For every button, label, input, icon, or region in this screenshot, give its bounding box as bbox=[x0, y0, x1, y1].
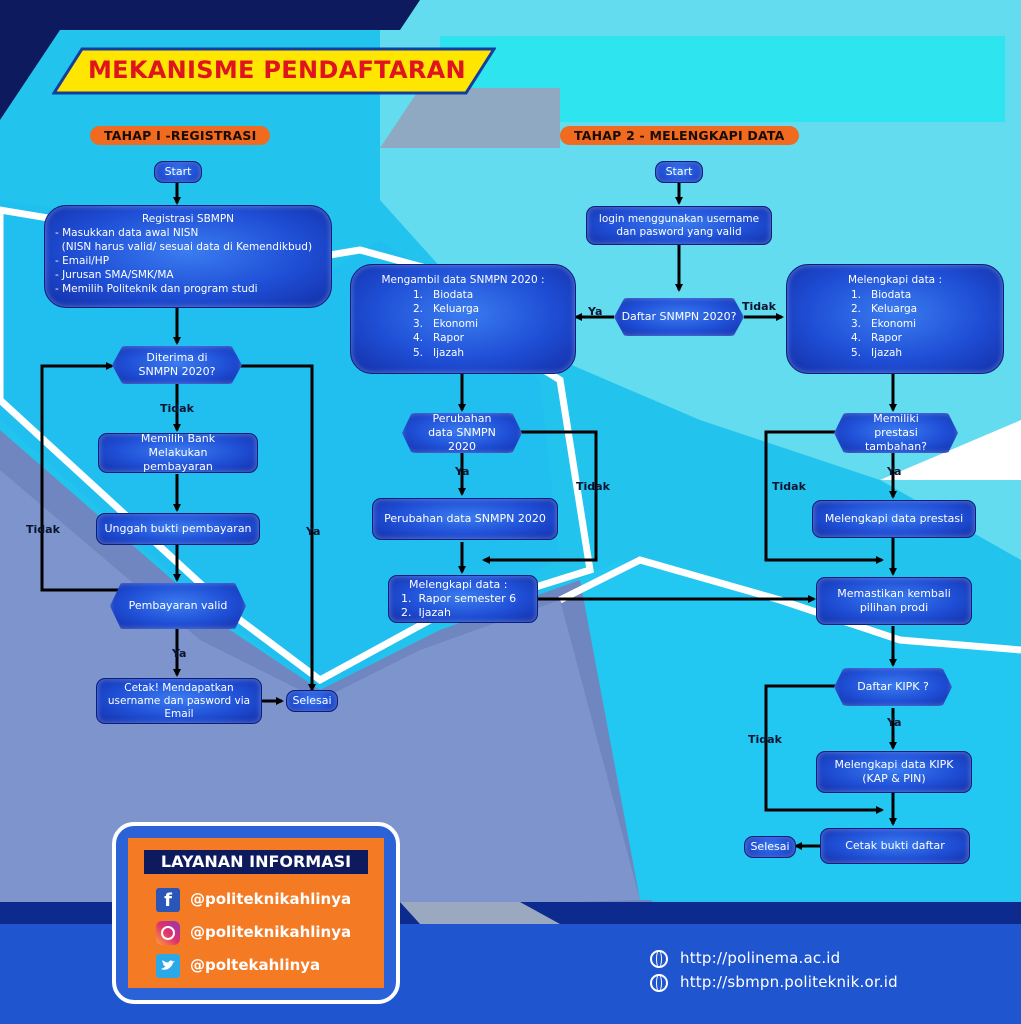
start-node-1: Start bbox=[154, 161, 202, 183]
registrasi-line: - Jurusan SMA/SMK/MA bbox=[55, 269, 174, 281]
label-ya-right: Ya bbox=[306, 525, 321, 538]
label-tidak-daftar: Tidak bbox=[742, 300, 776, 313]
registrasi-line: - Masukkan data awal NISN bbox=[55, 227, 199, 239]
twitter-icon bbox=[156, 954, 180, 978]
cetak-node: Cetak! Mendapatkan username dan pasword … bbox=[96, 678, 262, 724]
label-ya-valid: Ya bbox=[172, 647, 187, 660]
perubahan-node: Perubahan data SNMPN 2020 bbox=[372, 498, 558, 540]
url-sbmpn[interactable]: http://sbmpn.politeknik.or.id bbox=[680, 973, 898, 991]
lengkapi2-title: Melengkapi data : bbox=[409, 578, 508, 591]
globe-icon bbox=[650, 974, 668, 992]
info-box: LAYANAN INFORMASI f @politeknikahlinya @… bbox=[112, 822, 400, 1004]
registrasi-line: (NISN harus valid/ sesuai data di Kemend… bbox=[55, 241, 313, 253]
stage2-tag: TAHAP 2 - MELENGKAPI DATA bbox=[560, 126, 799, 145]
title-banner-shape bbox=[52, 47, 496, 95]
diterima-decision: Diterima di SNMPN 2020? bbox=[112, 346, 242, 384]
selesai-node-1: Selesai bbox=[286, 690, 338, 712]
unggah-node: Unggah bukti pembayaran bbox=[96, 513, 260, 545]
ambil-data-node: Mengambil data SNMPN 2020 : 1. Biodata 2… bbox=[350, 264, 576, 374]
registrasi-line: - Email/HP bbox=[55, 255, 110, 267]
ambil-title: Mengambil data SNMPN 2020 : bbox=[381, 274, 545, 286]
lengkapi1-item: 3. Ekonomi bbox=[851, 317, 917, 330]
ambil-item: 3. Ekonomi bbox=[413, 317, 479, 330]
label-tidak-diterima: Tidak bbox=[160, 402, 194, 415]
facebook-icon: f bbox=[156, 888, 180, 912]
label-tidak-prestasi: Tidak bbox=[772, 480, 806, 493]
instagram-handle: @politeknikahlinya bbox=[190, 923, 352, 941]
label-ya-daftar: Ya bbox=[588, 305, 603, 318]
perubahan-decision: Perubahan data SNMPN 2020 bbox=[402, 413, 522, 453]
lengkapi1-item: 1. Biodata bbox=[851, 288, 912, 301]
label-ya-prestasi: Ya bbox=[887, 465, 902, 478]
info-title: LAYANAN INFORMASI bbox=[144, 850, 368, 874]
selesai-node-2: Selesai bbox=[744, 836, 796, 858]
label-ya-perubahan: Ya bbox=[455, 465, 470, 478]
registrasi-title: Registrasi SBMPN bbox=[141, 213, 235, 225]
label-tidak-loop: Tidak bbox=[26, 523, 60, 536]
instagram-icon bbox=[156, 921, 180, 945]
registrasi-line: - Memilih Politeknik dan program studi bbox=[55, 283, 258, 295]
lengkapi-data-node-2: Melengkapi data : 1. Rapor semester 6 2.… bbox=[388, 575, 538, 623]
facebook-handle: @politeknikahlinya bbox=[190, 890, 352, 908]
ambil-item: 1. Biodata bbox=[413, 288, 474, 301]
page-title: MEKANISME PENDAFTARAN bbox=[88, 56, 466, 84]
cetak-bukti-node: Cetak bukti daftar bbox=[820, 828, 970, 864]
lengkapi1-item: 5. Ijazah bbox=[851, 346, 903, 359]
title-banner: MEKANISME PENDAFTARAN bbox=[52, 47, 496, 95]
daftar-snmpn-decision: Daftar SNMPN 2020? bbox=[614, 298, 744, 336]
label-tidak-perubahan: Tidak bbox=[576, 480, 610, 493]
globe-icon bbox=[650, 950, 668, 968]
url-polinema[interactable]: http://polinema.ac.id bbox=[680, 949, 841, 967]
info-panel: LAYANAN INFORMASI f @politeknikahlinya @… bbox=[128, 838, 384, 988]
prestasi-decision: Memiliki prestasi tambahan? bbox=[834, 413, 958, 453]
stage1-tag: TAHAP I -REGISTRASI bbox=[90, 126, 271, 145]
kipk-node: Melengkapi data KIPK (KAP & PIN) bbox=[816, 751, 972, 793]
label-ya-kipk: Ya bbox=[887, 716, 902, 729]
memastikan-node: Memastikan kembali pilihan prodi bbox=[816, 577, 972, 625]
pembayaran-valid-decision: Pembayaran valid bbox=[110, 583, 246, 629]
lengkapi2-item: 2. Ijazah bbox=[401, 606, 452, 619]
ambil-item: 5. Ijazah bbox=[413, 346, 465, 359]
lengkapi2-item: 1. Rapor semester 6 bbox=[401, 592, 517, 605]
start-node-2: Start bbox=[655, 161, 703, 183]
twitter-handle: @poltekahlinya bbox=[190, 956, 321, 974]
lengkapi1-item: 4. Rapor bbox=[851, 332, 902, 344]
bank-node: Memilih Bank Melakukan pembayaran bbox=[98, 432, 258, 473]
kipk-decision: Daftar KIPK ? bbox=[834, 668, 952, 706]
label-tidak-kipk: Tidak bbox=[748, 733, 782, 746]
ambil-item: 2. Keluarga bbox=[413, 303, 480, 315]
prestasi-node: Melengkapi data prestasi bbox=[812, 500, 976, 538]
lengkapi1-item: 2. Keluarga bbox=[851, 303, 918, 315]
login-node: login menggunakan username dan pasword y… bbox=[586, 206, 772, 245]
lengkapi-data-node-1: Melengkapi data : 1. Biodata 2. Keluarga… bbox=[786, 264, 1004, 374]
ambil-item: 4. Rapor bbox=[413, 332, 464, 344]
registrasi-node: Registrasi SBMPN - Masukkan data awal NI… bbox=[44, 205, 332, 308]
lengkapi1-title: Melengkapi data : bbox=[848, 274, 942, 286]
